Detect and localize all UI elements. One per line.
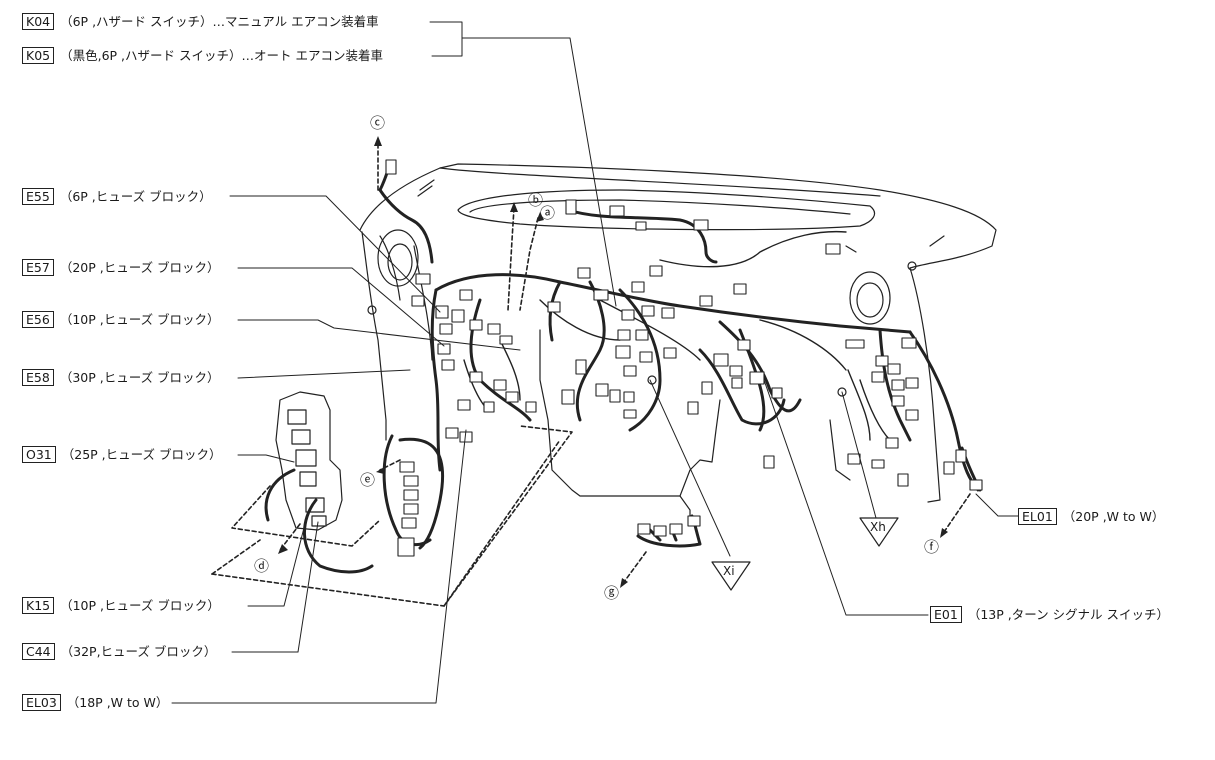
- secondary-wires: [463, 230, 891, 441]
- callout-code: E58: [22, 369, 54, 386]
- callout-e55: E55 （6P ,ヒューズ ブロック）: [22, 188, 212, 205]
- callout-desc: （10P ,ヒューズ ブロック）: [59, 312, 220, 327]
- callout-e58: E58 （30P ,ヒューズ ブロック）: [22, 369, 220, 386]
- callout-desc: （6P ,ヒューズ ブロック）: [59, 189, 212, 204]
- callout-e57: E57 （20P ,ヒューズ ブロック）: [22, 259, 220, 276]
- callout-k04: K04 （6P ,ハザード スイッチ）…マニュアル エアコン装着車: [22, 13, 379, 30]
- callout-o31: O31 （25P ,ヒューズ ブロック）: [22, 446, 222, 463]
- callout-code: E56: [22, 311, 54, 328]
- callout-desc: （25P ,ヒューズ ブロック）: [61, 447, 222, 462]
- callout-code: K05: [22, 47, 55, 64]
- callout-k05: K05 （黒色,6P ,ハザード スイッチ）…オート エアコン装着車: [22, 47, 383, 64]
- dashboard-outline: [359, 163, 997, 521]
- callout-code: C44: [22, 643, 55, 660]
- arrowheads: [278, 136, 948, 588]
- triangle-markers: [711, 517, 899, 591]
- dashed-routes: [211, 141, 971, 607]
- callout-code: EL01: [1018, 508, 1057, 525]
- callout-desc: （30P ,ヒューズ ブロック）: [59, 370, 220, 385]
- callout-desc: （10P ,ヒューズ ブロック）: [60, 598, 220, 613]
- marker-d: ⓓ: [254, 557, 270, 575]
- callout-code: E57: [22, 259, 54, 276]
- wire-harness: [264, 168, 982, 574]
- callout-e01: E01 （13P ,ターン シグナル スイッチ）: [930, 606, 1170, 623]
- marker-a: ⓐ: [540, 204, 556, 222]
- callout-code: O31: [22, 446, 56, 463]
- callout-desc: （18P ,W to W）: [66, 695, 169, 710]
- marker-e: ⓔ: [360, 471, 376, 489]
- callout-code: EL03: [22, 694, 61, 711]
- callout-el03: EL03 （18P ,W to W）: [22, 694, 169, 711]
- marker-c: ⓒ: [370, 114, 386, 132]
- callout-desc: （13P ,ターン シグナル スイッチ）: [967, 607, 1170, 622]
- callout-code: E01: [930, 606, 962, 623]
- callout-code: K15: [22, 597, 55, 614]
- callout-desc: （20P ,W to W）: [1062, 509, 1165, 524]
- connectors: [385, 159, 983, 557]
- triangle-label-xh: Xh: [870, 520, 886, 534]
- marker-g: ⓖ: [604, 584, 620, 602]
- callout-desc: （32P,ヒューズ ブロック）: [60, 644, 217, 659]
- marker-f: ⓕ: [924, 538, 940, 556]
- callout-k15: K15 （10P ,ヒューズ ブロック）: [22, 597, 220, 614]
- callout-el01: EL01 （20P ,W to W）: [1018, 508, 1165, 525]
- triangle-label-xi: Xi: [723, 564, 735, 578]
- callout-desc: （20P ,ヒューズ ブロック）: [59, 260, 220, 275]
- callout-desc: （6P ,ハザード スイッチ）…マニュアル エアコン装着車: [60, 14, 379, 29]
- callout-code: K04: [22, 13, 55, 30]
- marker-b: ⓑ: [528, 191, 544, 209]
- callout-desc: （黒色,6P ,ハザード スイッチ）…オート エアコン装着車: [60, 48, 383, 63]
- callout-e56: E56 （10P ,ヒューズ ブロック）: [22, 311, 220, 328]
- leader-lines: [171, 21, 1019, 704]
- callout-code: E55: [22, 188, 54, 205]
- callout-c44: C44 （32P,ヒューズ ブロック）: [22, 643, 217, 660]
- fuse-block-body: [275, 391, 343, 531]
